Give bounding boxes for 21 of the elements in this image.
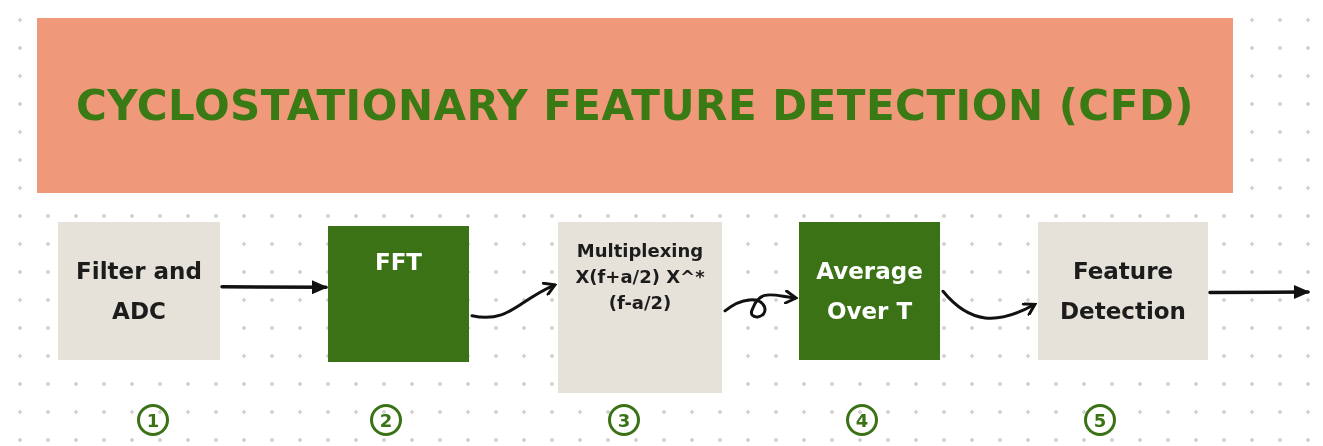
box-label: Feature Detection bbox=[1059, 257, 1187, 326]
arrow bbox=[1208, 285, 1310, 300]
arrow bbox=[723, 289, 798, 319]
arrow bbox=[220, 280, 328, 295]
process-box bbox=[558, 222, 722, 393]
box-label: Average Over T bbox=[815, 257, 924, 326]
title: CYCLOSTATIONARY FEATURE DETECTION (CFD) bbox=[75, 79, 1195, 132]
step-number: 1 bbox=[137, 404, 169, 436]
step-number: 3 bbox=[608, 404, 640, 436]
process-box bbox=[58, 222, 220, 360]
step-number: 4 bbox=[846, 404, 878, 436]
step-number: 2 bbox=[370, 404, 402, 436]
arrow bbox=[470, 282, 557, 319]
step-number: 5 bbox=[1084, 404, 1116, 436]
process-box bbox=[1038, 222, 1208, 360]
box-label: Filter and ADC bbox=[75, 257, 203, 326]
process-box bbox=[799, 222, 940, 360]
arrow bbox=[941, 289, 1037, 320]
process-box bbox=[328, 226, 469, 362]
box-label: Multiplexing X(f+a/2) X^*(f-a/2) bbox=[574, 239, 706, 315]
box-label: FFT bbox=[374, 248, 423, 277]
